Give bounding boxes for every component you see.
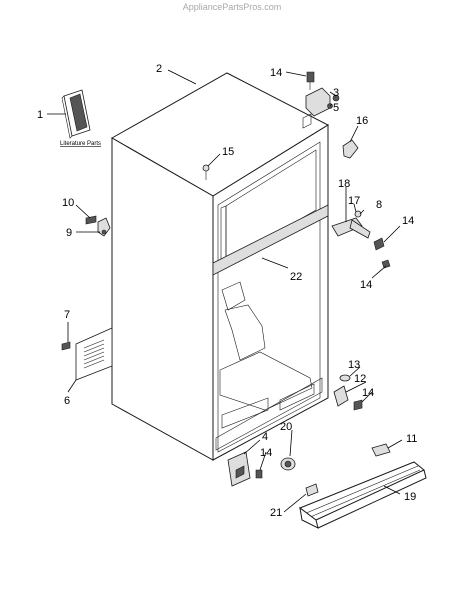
callout-13: 13 (348, 359, 360, 371)
cabinet[interactable] (110, 72, 330, 461)
callout-20: 20 (280, 421, 292, 433)
callout-9: 9 (66, 227, 72, 239)
callout-14-center-right: 14 (402, 215, 414, 227)
callout-6: 6 (64, 395, 70, 407)
callout-12: 12 (354, 373, 366, 385)
callout-11: 11 (406, 433, 417, 445)
callout-14-bottom: 14 (260, 447, 272, 459)
literature-booklet[interactable] (61, 89, 91, 139)
literature-parts-label: Literature Parts (60, 141, 101, 147)
callout-2: 2 (156, 63, 162, 75)
callout-3: 3 (333, 87, 339, 99)
callout-21: 21 (270, 507, 282, 519)
callout-8: 8 (376, 199, 382, 211)
small-clip[interactable] (305, 483, 319, 497)
callout-15: 15 (222, 146, 234, 158)
watermark-text: AppliancePartsPros.com (182, 2, 282, 12)
leveling-bracket[interactable] (227, 451, 263, 487)
roller-wheel[interactable] (280, 457, 296, 471)
grille-clip[interactable] (371, 443, 391, 457)
callout-22: 22 (290, 271, 302, 283)
screw-top[interactable] (306, 71, 315, 90)
callout-16: 16 (356, 115, 368, 127)
callout-18: 18 (338, 178, 350, 190)
callout-17: 17 (348, 195, 360, 207)
callout-10: 10 (62, 197, 74, 209)
cabinet-plug[interactable] (202, 164, 210, 180)
left-bracket[interactable] (85, 215, 111, 237)
callout-14-center-low: 14 (360, 279, 372, 291)
callout-1: 1 (37, 109, 43, 121)
center-hinge[interactable] (331, 210, 391, 269)
callout-19: 19 (404, 491, 416, 503)
callout-14-bottom-right: 14 (362, 387, 374, 399)
callout-7: 7 (64, 309, 70, 321)
callout-14-top: 14 (270, 67, 282, 79)
leader-lines (47, 69, 403, 513)
toe-grille[interactable] (298, 461, 427, 529)
top-hinge[interactable] (305, 87, 340, 117)
callout-4: 4 (262, 431, 268, 443)
hinge-cover[interactable] (342, 139, 359, 159)
bottom-hinge[interactable] (333, 374, 363, 411)
rear-access-panel[interactable] (61, 327, 113, 381)
callout-5: 5 (333, 102, 339, 114)
